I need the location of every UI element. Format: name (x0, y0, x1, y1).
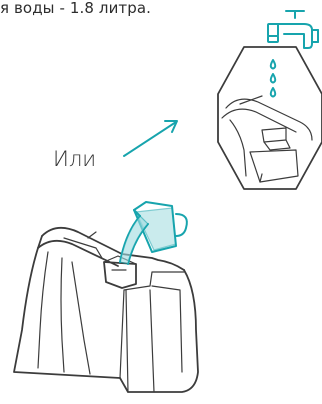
water-tap-icon (267, 10, 319, 49)
octagon-frame (217, 46, 322, 190)
or-label: Или (53, 147, 97, 171)
tap-fill-option (217, 46, 322, 190)
water-drop-icon (269, 59, 277, 98)
instruction-text: я воды - 1.8 литра. (0, 0, 152, 17)
arrow-icon (123, 120, 178, 157)
reservoir-jug-option (13, 226, 199, 393)
water-jug-icon (119, 201, 188, 265)
